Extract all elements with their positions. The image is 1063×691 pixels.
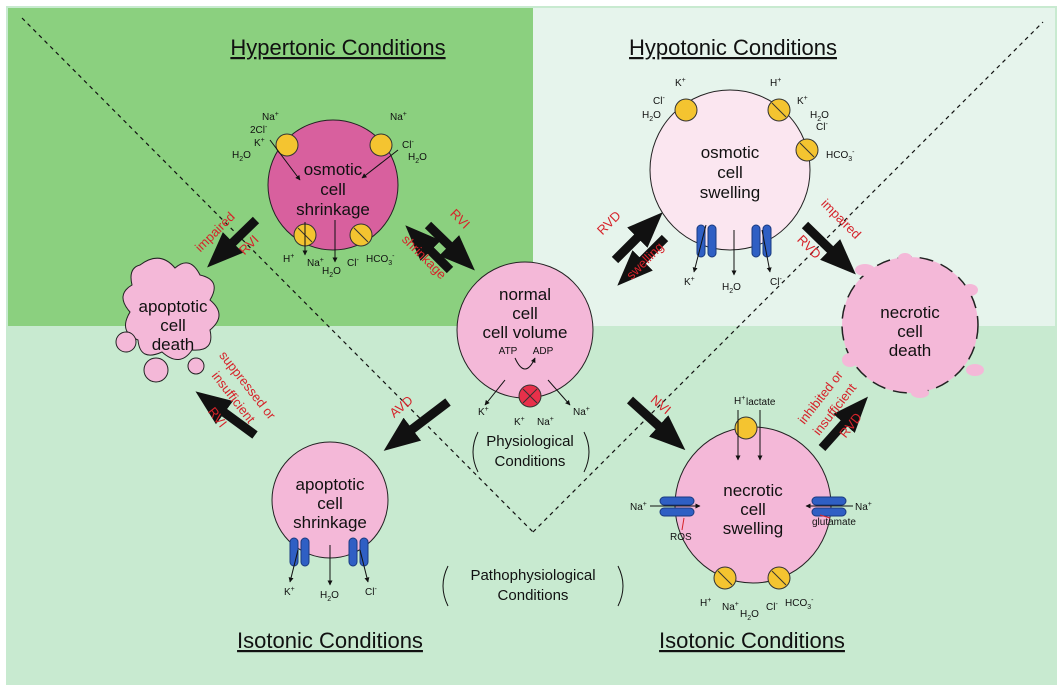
svg-text:H2O: H2O bbox=[642, 110, 661, 123]
pathophysiological-conditions: Pathophysiological Conditions bbox=[442, 565, 624, 607]
dashed-diagonal-left bbox=[21, 17, 534, 533]
osmotic-shrinkage-label-3: shrinkage bbox=[296, 200, 370, 219]
necrotic-swelling-label-1: necrotic bbox=[723, 481, 783, 500]
atp-label: ATP bbox=[499, 346, 518, 357]
osmotic-swelling-cell: osmotic cell swelling K+ Cl- H2O H+ K+ H… bbox=[642, 77, 855, 295]
svg-text:H2O: H2O bbox=[740, 609, 759, 622]
svg-text:Cl-: Cl- bbox=[816, 121, 828, 133]
glutamate-label: glutamate bbox=[812, 517, 856, 528]
normal-cell: normal cell cell volume ATP ADP K+ K+ Na… bbox=[456, 261, 594, 428]
necrotic-swelling-label-3: swelling bbox=[723, 519, 783, 538]
necrotic-swelling-cell: necrotic cell swelling H+ lactate Na+ Na… bbox=[630, 395, 872, 622]
osmotic-swelling-label-3: swelling bbox=[700, 183, 760, 202]
svg-text:Na+: Na+ bbox=[262, 111, 279, 123]
svg-text:Cl-: Cl- bbox=[770, 276, 782, 288]
svg-text:K+: K+ bbox=[684, 276, 695, 288]
osmotic-swelling-label-1: osmotic bbox=[701, 143, 760, 162]
apoptotic-death-label-3: death bbox=[152, 335, 195, 354]
normal-cell-label-1: normal bbox=[499, 285, 551, 304]
physiological-conditions: Physiological Conditions bbox=[472, 431, 590, 473]
necrotic-swelling-label-2: cell bbox=[740, 500, 766, 519]
dashed-diagonal-right bbox=[532, 21, 1044, 533]
svg-text:Cl-: Cl- bbox=[653, 95, 665, 107]
panel-title-hypotonic: Hypotonic Conditions bbox=[629, 35, 837, 60]
necrotic-death-cell: necrotic cell death bbox=[841, 253, 984, 398]
panel-title-hypertonic: Hypertonic Conditions bbox=[230, 35, 445, 60]
svg-text:2Cl-: 2Cl- bbox=[250, 124, 268, 136]
panel-title-isotonic-right: Isotonic Conditions bbox=[659, 628, 845, 653]
svg-text:Na+: Na+ bbox=[573, 406, 590, 418]
svg-text:H2O: H2O bbox=[320, 590, 339, 603]
svg-text:HCO3-: HCO3- bbox=[826, 149, 855, 163]
panel-title-isotonic-left: Isotonic Conditions bbox=[237, 628, 423, 653]
svg-text:K+: K+ bbox=[478, 406, 489, 418]
svg-text:Na+: Na+ bbox=[722, 601, 739, 613]
svg-text:Na+: Na+ bbox=[630, 501, 647, 513]
svg-text:H2O: H2O bbox=[408, 152, 427, 165]
svg-text:Cl-: Cl- bbox=[766, 601, 778, 613]
osmotic-swelling-label-2: cell bbox=[717, 163, 743, 182]
normal-cell-label-2: cell bbox=[512, 304, 538, 323]
physiological-label-1: Physiological bbox=[486, 433, 574, 450]
apoptotic-shrinkage-label-3: shrinkage bbox=[293, 513, 367, 532]
physiological-label-2: Conditions bbox=[495, 453, 566, 470]
svg-text:K+: K+ bbox=[675, 77, 686, 89]
svg-text:H2O: H2O bbox=[322, 266, 341, 279]
svg-text:K+: K+ bbox=[254, 137, 265, 149]
ros-label: ROS bbox=[670, 532, 692, 543]
svg-text:H2O: H2O bbox=[810, 110, 829, 123]
svg-text:K+: K+ bbox=[797, 95, 808, 107]
svg-text:Na+: Na+ bbox=[855, 501, 872, 513]
apoptotic-death-label-2: cell bbox=[160, 316, 186, 335]
apoptotic-shrinkage-label-2: cell bbox=[317, 494, 343, 513]
apoptotic-death-cell: apoptotic cell death bbox=[115, 257, 220, 383]
svg-text:Na+: Na+ bbox=[307, 257, 324, 269]
svg-text:HCO3-: HCO3- bbox=[785, 597, 814, 611]
osmotic-shrinkage-label-2: cell bbox=[320, 180, 346, 199]
apoptotic-shrinkage-label-1: apoptotic bbox=[296, 475, 365, 494]
svg-text:K+: K+ bbox=[284, 586, 295, 598]
necrotic-death-label-3: death bbox=[889, 341, 932, 360]
svg-text:Cl-: Cl- bbox=[347, 257, 359, 269]
svg-text:Cl-: Cl- bbox=[365, 586, 377, 598]
svg-text:Na+: Na+ bbox=[390, 111, 407, 123]
adp-label: ADP bbox=[533, 346, 554, 357]
pathophysiological-label-1: Pathophysiological bbox=[470, 567, 595, 584]
svg-text:H+: H+ bbox=[700, 597, 711, 609]
necrotic-death-label-1: necrotic bbox=[880, 303, 940, 322]
osmotic-shrinkage-label-1: osmotic bbox=[304, 160, 363, 179]
svg-text:Na+: Na+ bbox=[537, 416, 554, 428]
svg-text:H2O: H2O bbox=[722, 282, 741, 295]
svg-text:K+: K+ bbox=[514, 416, 525, 428]
lactate-label: lactate bbox=[746, 397, 776, 408]
normal-cell-label-3: cell volume bbox=[482, 323, 567, 342]
apoptotic-shrinkage-cell: apoptotic cell shrinkage K+ H2O Cl- bbox=[271, 441, 389, 603]
osmotic-shrinkage-cell: osmotic cell shrinkage Na+ 2Cl- K+ H2O N… bbox=[232, 111, 427, 279]
svg-text:H+: H+ bbox=[283, 253, 294, 265]
svg-text:H+: H+ bbox=[770, 77, 781, 89]
svg-text:HCO3-: HCO3- bbox=[366, 253, 395, 267]
apoptotic-death-label-1: apoptotic bbox=[139, 297, 208, 316]
pathophysiological-label-2: Conditions bbox=[498, 587, 569, 604]
svg-text:H+: H+ bbox=[734, 395, 745, 407]
necrotic-death-label-2: cell bbox=[897, 322, 923, 341]
svg-text:Cl-: Cl- bbox=[402, 139, 414, 151]
svg-text:H2O: H2O bbox=[232, 150, 251, 163]
